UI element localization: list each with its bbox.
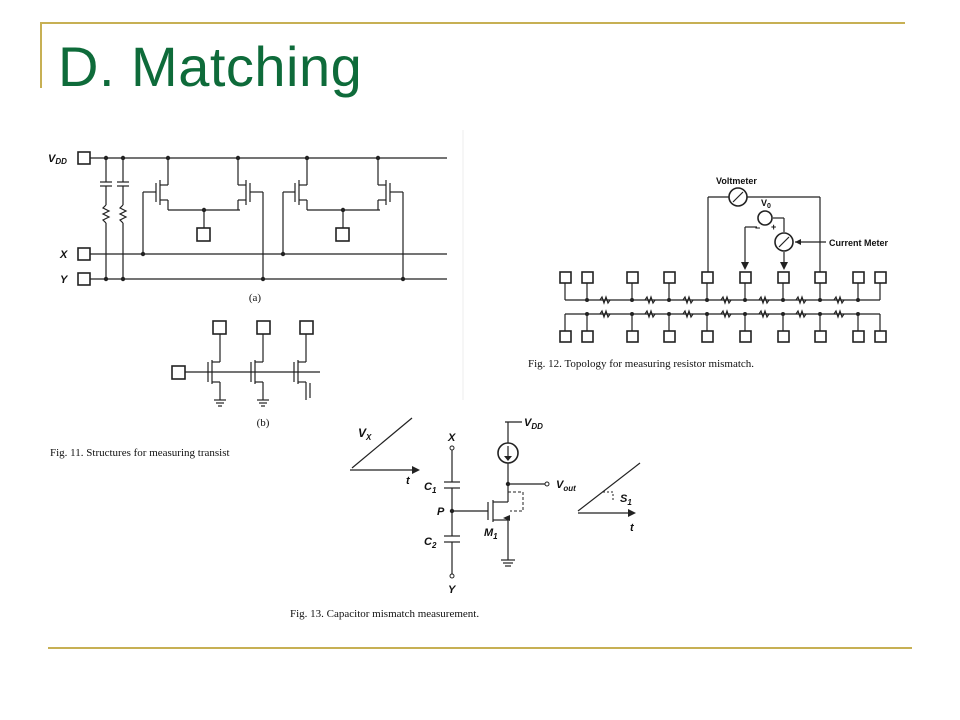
plus-label: + [771,222,776,232]
fig11-transistor-structures: VDD X Y [48,151,447,459]
m1-label: M1 [484,527,498,541]
slide-title: D. Matching [58,35,363,98]
vdd-m1-label: VDD [524,417,543,431]
vdd-label: VDD [48,153,67,166]
frame-left-line [40,22,42,88]
s1-label: S1 [620,493,632,507]
vdd-pad [77,151,91,165]
y-node-label: Y [448,584,457,596]
frame-bottom-line [48,647,912,649]
fig11-caption: Fig. 11. Structures for measuring transi… [50,447,230,459]
t-left-label: t [406,475,411,487]
y-pad [77,272,91,286]
c1-label: C1 [424,481,437,495]
vx-label: VX [358,426,372,442]
x-pad [77,247,91,261]
fig11-sub-b: (b) [257,417,270,429]
x-label: X [59,249,68,261]
fig11-sub-a: (a) [249,292,262,304]
p-node-label: P [437,506,445,518]
y-label: Y [60,274,69,286]
fig12-resistor-mismatch: Voltmeter V0 − + Current Meter [528,176,889,370]
fig12-caption: Fig. 12. Topology for measuring resistor… [528,358,754,370]
voltmeter-label: Voltmeter [716,176,757,186]
t-right-label: t [630,522,635,534]
fig13-caption: Fig. 13. Capacitor mismatch measurement. [290,608,479,620]
fig13-capacitor-mismatch: VX t X C1 P C2 Y [290,417,641,620]
x-node-label: X [447,432,456,444]
v0-label: V0 [761,198,771,210]
minus-label: − [755,223,760,233]
vout-label: Vout [556,479,576,493]
c2-label: C2 [424,536,437,550]
frame-top-line [40,22,905,24]
current-meter-label: Current Meter [829,238,889,248]
